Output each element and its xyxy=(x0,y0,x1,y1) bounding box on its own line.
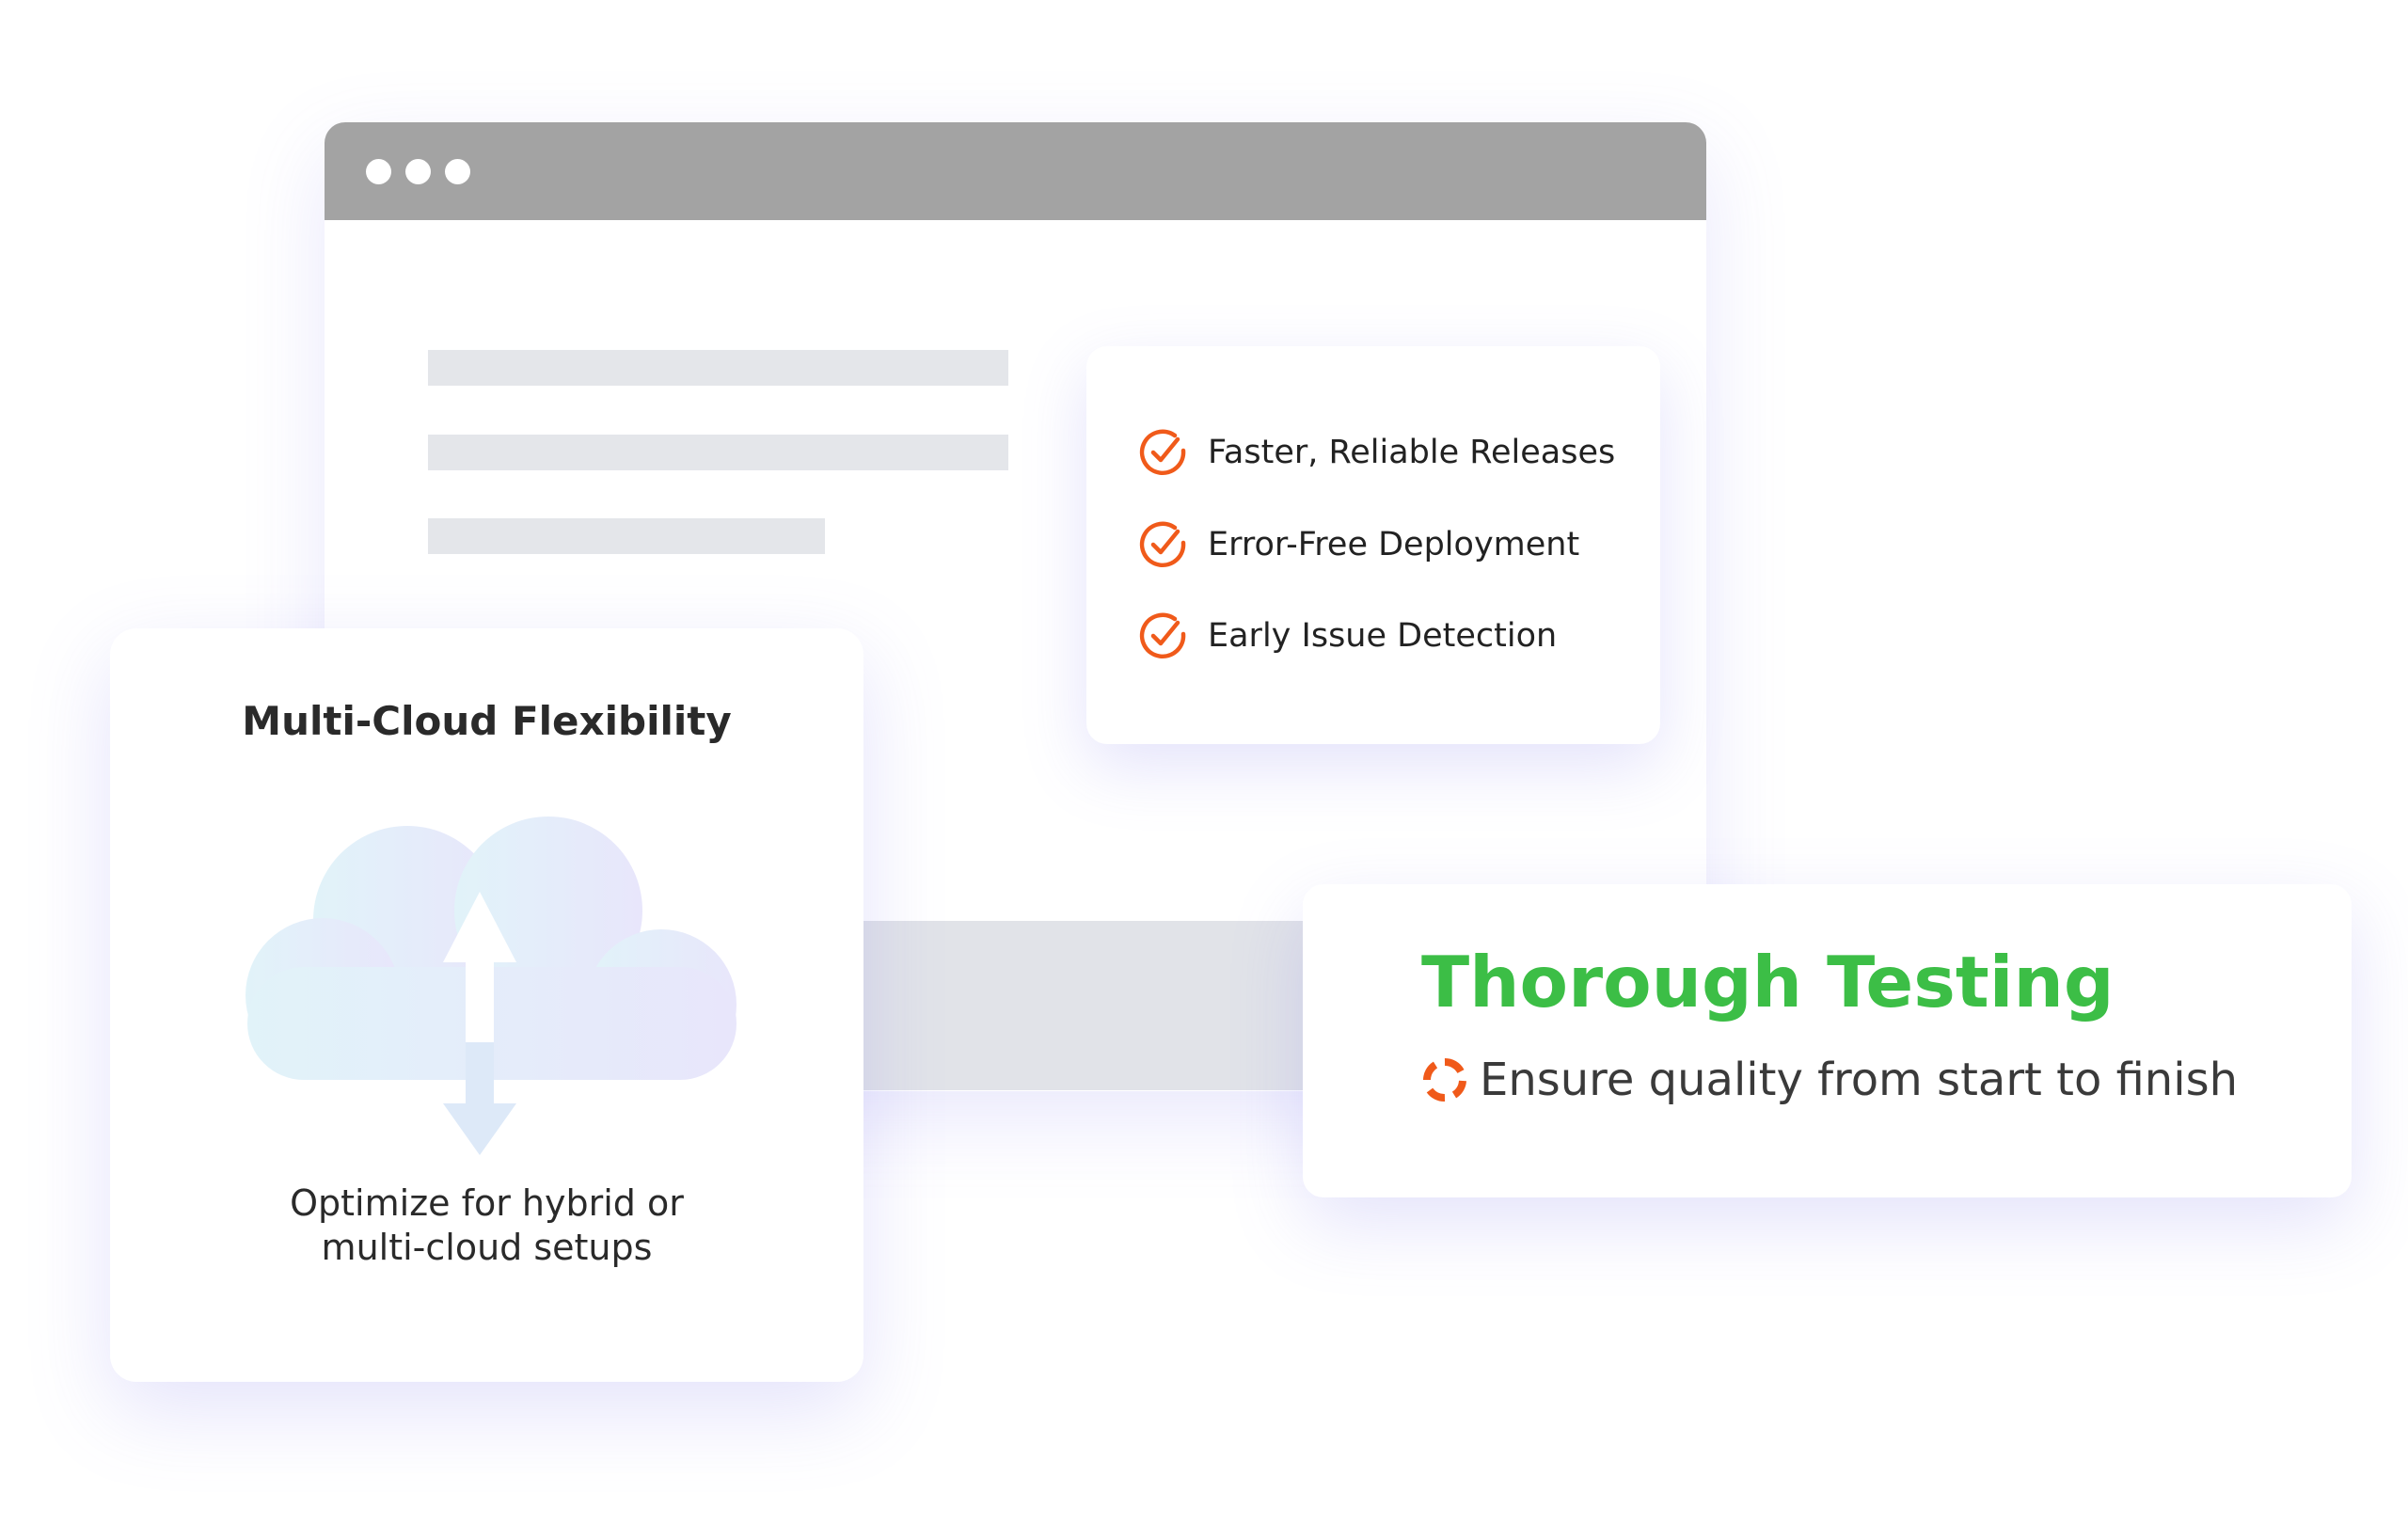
benefit-label: Error-Free Deployment xyxy=(1208,526,1580,563)
multicloud-card: Multi-Cloud Flexibility xyxy=(110,628,863,1382)
text-placeholder-line xyxy=(428,518,825,554)
benefit-item: Error-Free Deployment xyxy=(1136,518,1579,571)
window-dot-icon xyxy=(405,159,431,184)
window-dot-icon xyxy=(445,159,470,184)
testing-card: Thorough Testing Ensure quality from sta… xyxy=(1303,884,2352,1197)
multicloud-description-line: multi-cloud setups xyxy=(321,1227,653,1268)
check-circle-icon xyxy=(1139,612,1186,658)
testing-subtitle-row: Ensure quality from start to finish xyxy=(1421,1054,2238,1106)
window-dot-icon xyxy=(366,159,391,184)
benefit-label: Faster, Reliable Releases xyxy=(1208,434,1616,471)
benefit-label: Early Issue Detection xyxy=(1208,617,1558,655)
benefit-item: Faster, Reliable Releases xyxy=(1136,426,1615,479)
check-circle-icon xyxy=(1139,521,1186,567)
text-placeholder-line xyxy=(428,350,1008,386)
benefits-card: Faster, Reliable Releases Error-Free Dep… xyxy=(1086,346,1660,744)
multicloud-title: Multi-Cloud Flexibility xyxy=(242,698,732,744)
loading-spinner-icon xyxy=(1423,1058,1466,1102)
testing-subtitle: Ensure quality from start to finish xyxy=(1480,1054,2238,1106)
cloud-sync-icon xyxy=(246,816,737,1155)
text-placeholder-line xyxy=(428,435,1008,470)
testing-title: Thorough Testing xyxy=(1421,941,2115,1023)
browser-title-bar xyxy=(325,122,1706,220)
benefit-item: Early Issue Detection xyxy=(1136,610,1557,662)
multicloud-description-line: Optimize for hybrid or xyxy=(290,1182,684,1224)
multicloud-description: Optimize for hybrid or multi-cloud setup… xyxy=(110,1181,863,1270)
check-circle-icon xyxy=(1139,429,1186,475)
